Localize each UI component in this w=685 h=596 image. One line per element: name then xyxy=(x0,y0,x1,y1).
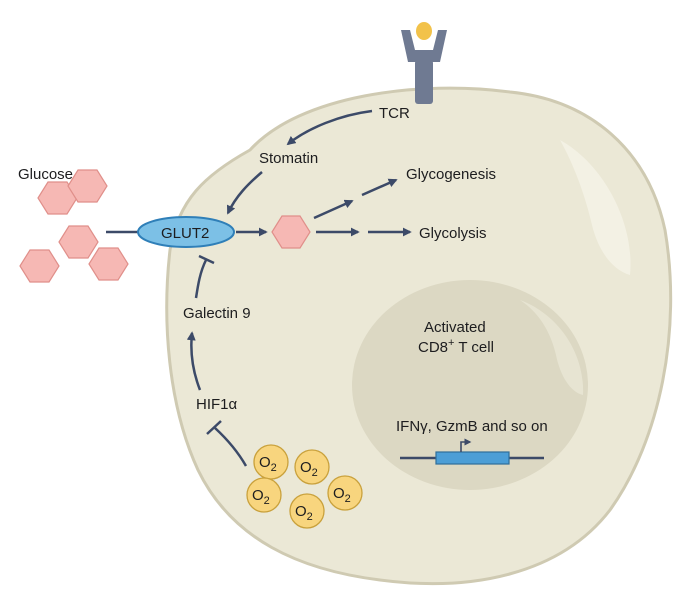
gene-box xyxy=(435,451,510,465)
gene-label: IFNγ, GzmB and so on xyxy=(396,418,548,435)
glucose-label: Glucose xyxy=(18,166,73,183)
intracellular-glucose-icon xyxy=(271,215,311,249)
o2-label: O xyxy=(300,459,312,476)
stomatin-label: Stomatin xyxy=(259,150,318,167)
nucleus-highlight xyxy=(520,300,584,395)
glucose-hexagon-icon xyxy=(88,247,129,281)
tcr-to-stomatin-arrow xyxy=(286,109,373,146)
cell-type-label-line2: CD8+ T cell xyxy=(418,337,494,356)
glucose-molecules xyxy=(19,169,129,283)
oxygen-labels: O2 O2 O2 O2 O2 xyxy=(252,454,351,523)
o2-label: O xyxy=(259,454,271,471)
inhibition-bar-icon xyxy=(206,420,222,435)
glycogenesis-arrow-1 xyxy=(313,199,354,220)
oxygen-molecules xyxy=(246,444,363,529)
tcr-receptor-icon xyxy=(401,22,447,104)
oxygen-icon xyxy=(289,493,325,529)
glut2-transporter-icon xyxy=(137,216,235,248)
cell-type-label-line1: Activated xyxy=(424,319,486,336)
svg-text:O2: O2 xyxy=(259,454,277,474)
galectin9-label: Galectin 9 xyxy=(183,305,251,322)
o2-label: O xyxy=(295,503,307,520)
galectin9-inhibits-glut2 xyxy=(194,259,208,299)
glycogenesis-label: Glycogenesis xyxy=(406,166,496,183)
svg-text:O2: O2 xyxy=(333,485,351,505)
inhibition-bar-icon xyxy=(198,254,215,265)
hif1a-label: HIF1α xyxy=(196,396,238,413)
o2-label: O xyxy=(333,485,345,502)
oxygen-icon xyxy=(294,449,330,485)
svg-text:O2: O2 xyxy=(252,487,270,507)
hif1a-to-galectin9-arrow xyxy=(186,331,202,391)
transcription-start-arrow-icon xyxy=(460,438,472,452)
oxygen-icon xyxy=(246,477,282,513)
tcr-label: TCR xyxy=(379,105,410,122)
glucose-hexagon-icon xyxy=(19,249,60,283)
glycolysis-label: Glycolysis xyxy=(419,225,487,242)
tcr-ligand-icon xyxy=(416,22,432,40)
glucose-hexagon-icon xyxy=(67,169,108,203)
stomatin-to-glut2-arrow xyxy=(226,171,263,215)
svg-text:O2: O2 xyxy=(300,459,318,479)
o2-inhibits-hif1a xyxy=(214,427,248,467)
glucose-hexagon-icon xyxy=(58,225,99,259)
svg-text:O2: O2 xyxy=(295,503,313,523)
glut2-label: GLUT2 xyxy=(161,225,209,242)
gene-locus xyxy=(400,438,544,465)
nucleus xyxy=(352,280,588,490)
oxygen-icon xyxy=(327,475,363,511)
cell-highlight xyxy=(560,140,631,275)
o2-label: O xyxy=(252,487,264,504)
glycogenesis-arrow-2 xyxy=(361,178,398,197)
